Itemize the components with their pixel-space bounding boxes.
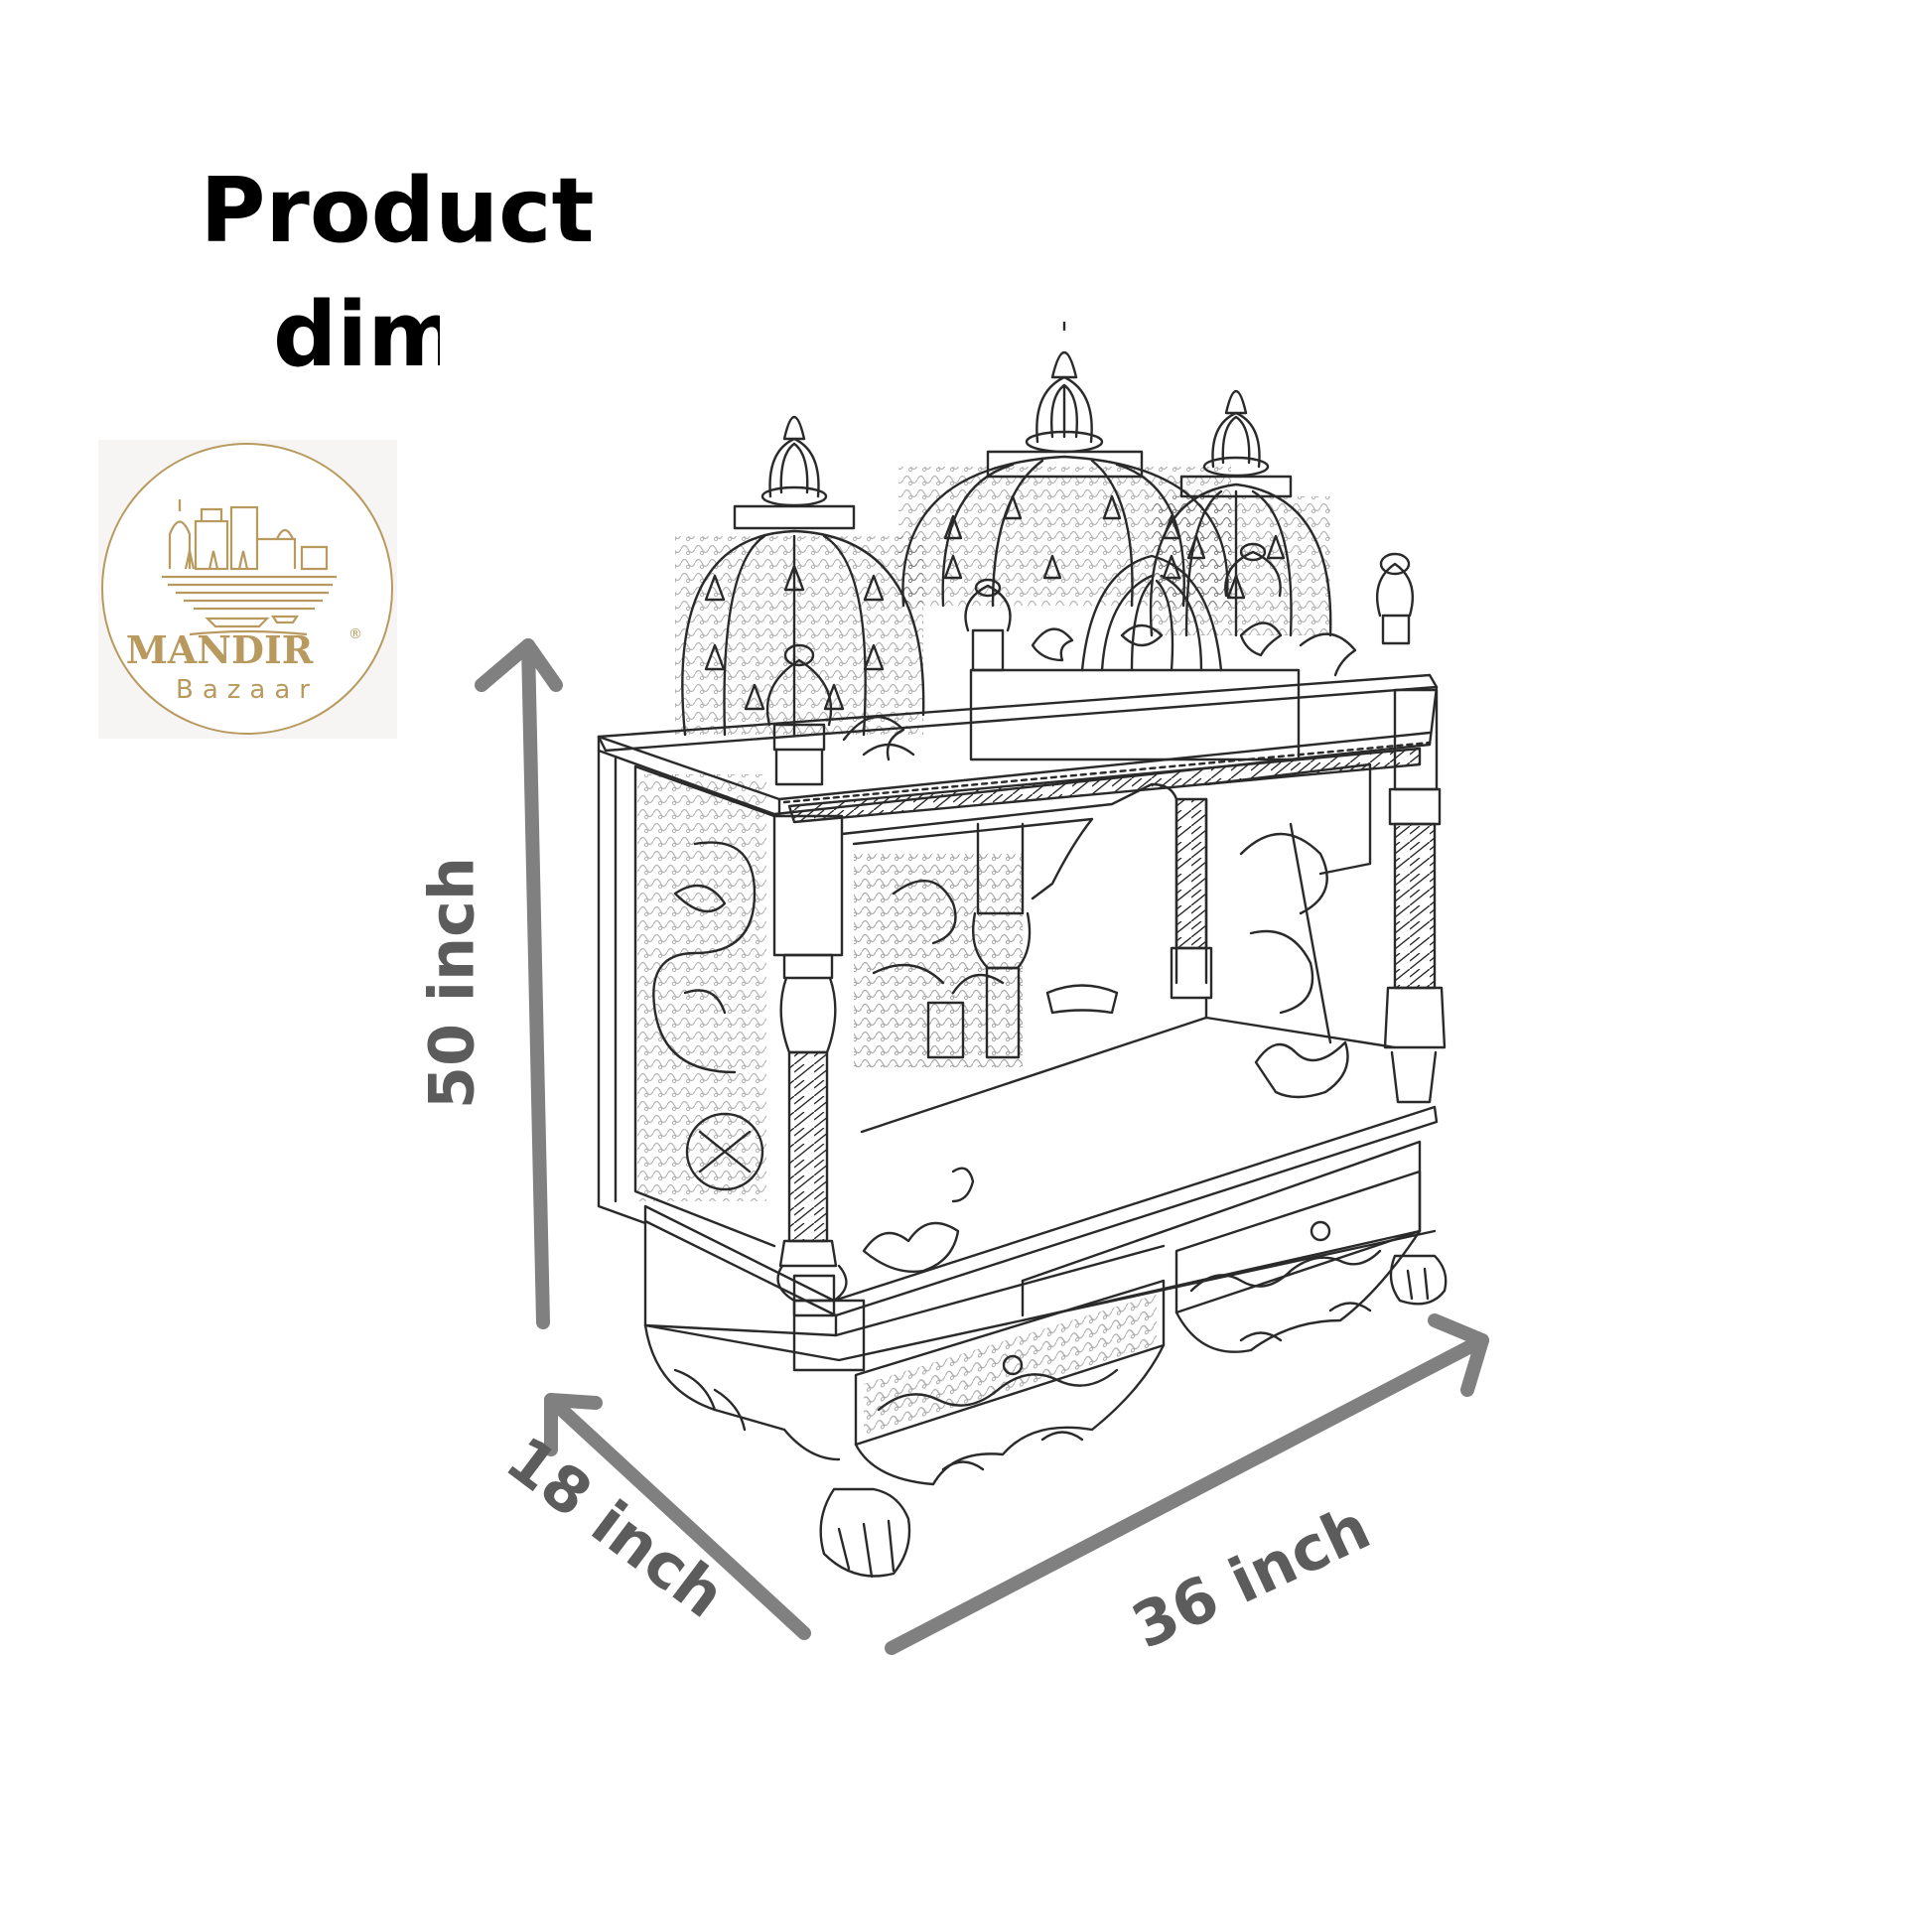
inner-center-pillar: [1170, 797, 1213, 1000]
back-wall-carving: [840, 762, 1372, 1067]
inner-floor: [860, 996, 1397, 1273]
canopy-roof: [597, 673, 1439, 824]
drawer-left: [854, 1279, 1166, 1447]
foot-right: [1389, 1254, 1448, 1306]
left-dome: [675, 416, 925, 737]
back-right-finial: [1224, 542, 1282, 598]
right-dome: [1149, 390, 1332, 637]
width-arrow: [885, 1313, 1489, 1655]
title-line-1: Product: [200, 159, 595, 263]
logo-registered-mark: ®: [348, 626, 362, 642]
crest-panel: [842, 554, 1357, 761]
foot-front: [819, 1487, 911, 1579]
front-left-pillar: [772, 814, 866, 1372]
brand-logo: MANDIR ® Bazaar: [98, 440, 397, 739]
logo-sub-text: Bazaar: [176, 675, 319, 705]
height-label: 50 inch: [415, 856, 488, 1110]
depth-arrow: [544, 1393, 811, 1640]
base-apron: [643, 1229, 1422, 1486]
dimension-arrows: [475, 638, 1489, 1655]
height-arrow: [475, 638, 563, 1329]
left-side-panel: [597, 749, 776, 1248]
logo-brand-text: MANDIR: [126, 627, 314, 672]
right-finial: [1375, 552, 1415, 645]
front-right-pillar: [1383, 688, 1447, 1104]
logo-emblem: MANDIR ® Bazaar: [101, 443, 393, 735]
